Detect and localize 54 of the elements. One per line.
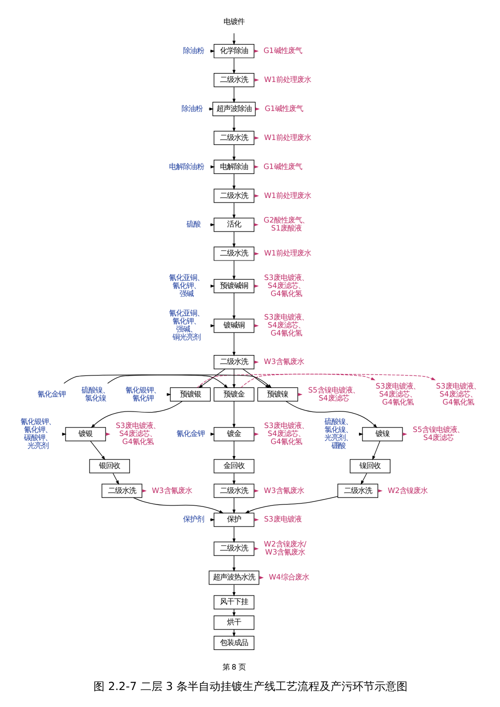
arrow xyxy=(232,400,236,428)
arrow xyxy=(253,324,258,328)
arrow xyxy=(253,518,258,522)
arrow xyxy=(232,174,236,190)
arrow xyxy=(63,374,228,388)
arrow xyxy=(258,576,264,580)
arrow xyxy=(232,555,236,572)
arrow xyxy=(104,432,110,436)
arrow xyxy=(285,400,377,428)
arrow xyxy=(232,526,236,543)
arrow xyxy=(232,232,236,248)
arrow xyxy=(253,284,258,288)
arrow xyxy=(232,58,236,74)
arrow xyxy=(253,78,258,82)
arrow xyxy=(232,584,236,596)
arrow xyxy=(232,202,236,219)
arrow xyxy=(240,374,375,388)
arrow xyxy=(141,489,146,492)
arrow xyxy=(253,360,258,364)
arrow xyxy=(106,374,272,388)
arrow xyxy=(232,260,236,280)
arrow xyxy=(232,144,236,161)
arrow xyxy=(196,374,436,388)
arrow xyxy=(253,165,258,168)
arrow xyxy=(232,498,236,514)
arrow xyxy=(253,136,258,140)
arrow xyxy=(253,194,258,198)
arrow xyxy=(253,50,258,53)
arrow xyxy=(244,496,338,514)
arrow xyxy=(198,368,225,388)
arrow xyxy=(90,400,182,428)
arrow xyxy=(232,332,236,356)
arrow xyxy=(232,472,236,485)
arrow xyxy=(232,32,236,46)
arrow xyxy=(232,629,236,637)
arrow xyxy=(132,497,224,514)
arrow xyxy=(232,86,236,104)
arrow xyxy=(232,116,236,132)
caption: 图 2.2-7 二层 3 条半自动挂镀生产线工艺流程及产污环节示意图 xyxy=(93,680,407,694)
arrow xyxy=(90,440,105,460)
arrow xyxy=(253,547,258,550)
arrow xyxy=(402,432,407,436)
arrow xyxy=(208,107,214,110)
arrow xyxy=(232,440,236,460)
arrow xyxy=(253,489,258,492)
arrow xyxy=(253,252,258,256)
arrow xyxy=(232,368,236,388)
arrow xyxy=(360,472,367,485)
arrow xyxy=(232,292,236,320)
arrow xyxy=(253,432,258,436)
arrow xyxy=(242,368,270,388)
arrow xyxy=(232,608,236,617)
arrow xyxy=(112,472,119,485)
arrow xyxy=(372,440,380,460)
